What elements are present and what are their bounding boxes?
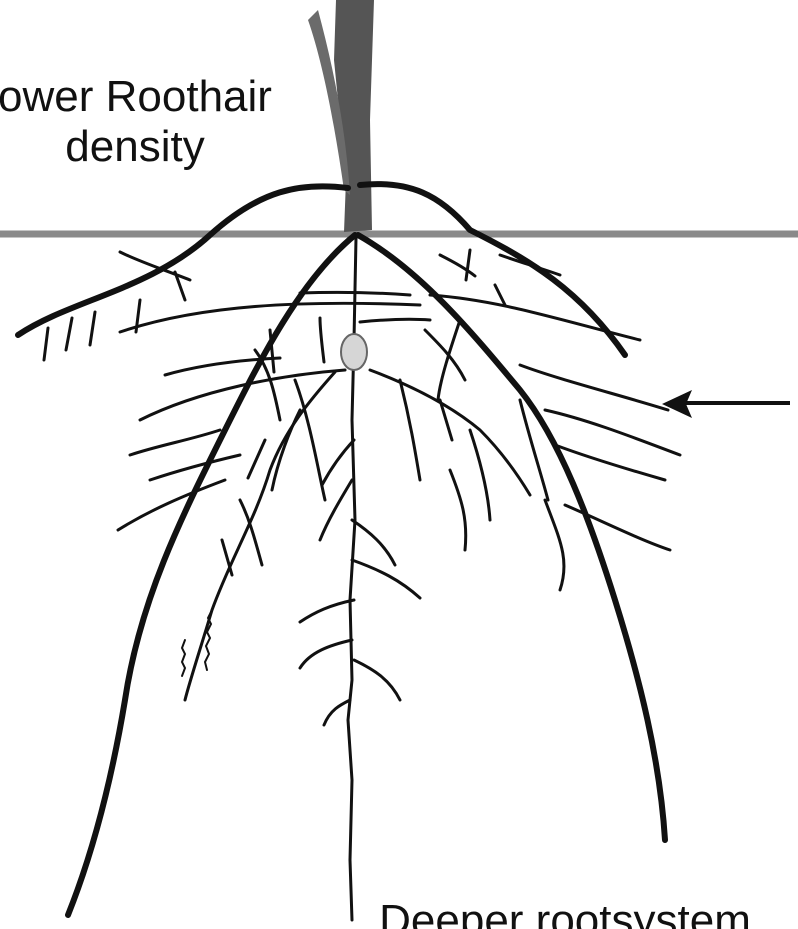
root-hair-density-label: ower Roothair density — [0, 72, 330, 172]
right-upper-root — [360, 184, 625, 355]
root-hair-density-line1: ower Roothair — [0, 72, 330, 122]
root-node — [341, 334, 367, 370]
root-hair-density-line2: density — [0, 122, 330, 172]
left-deep-root — [68, 235, 355, 915]
left-upper-root — [18, 186, 348, 335]
arrow-left-icon — [662, 390, 790, 418]
lateral-roots — [44, 250, 680, 725]
right-deep-root — [358, 235, 665, 840]
deeper-rootsystem-label: Deeper rootsystem — [330, 896, 798, 929]
